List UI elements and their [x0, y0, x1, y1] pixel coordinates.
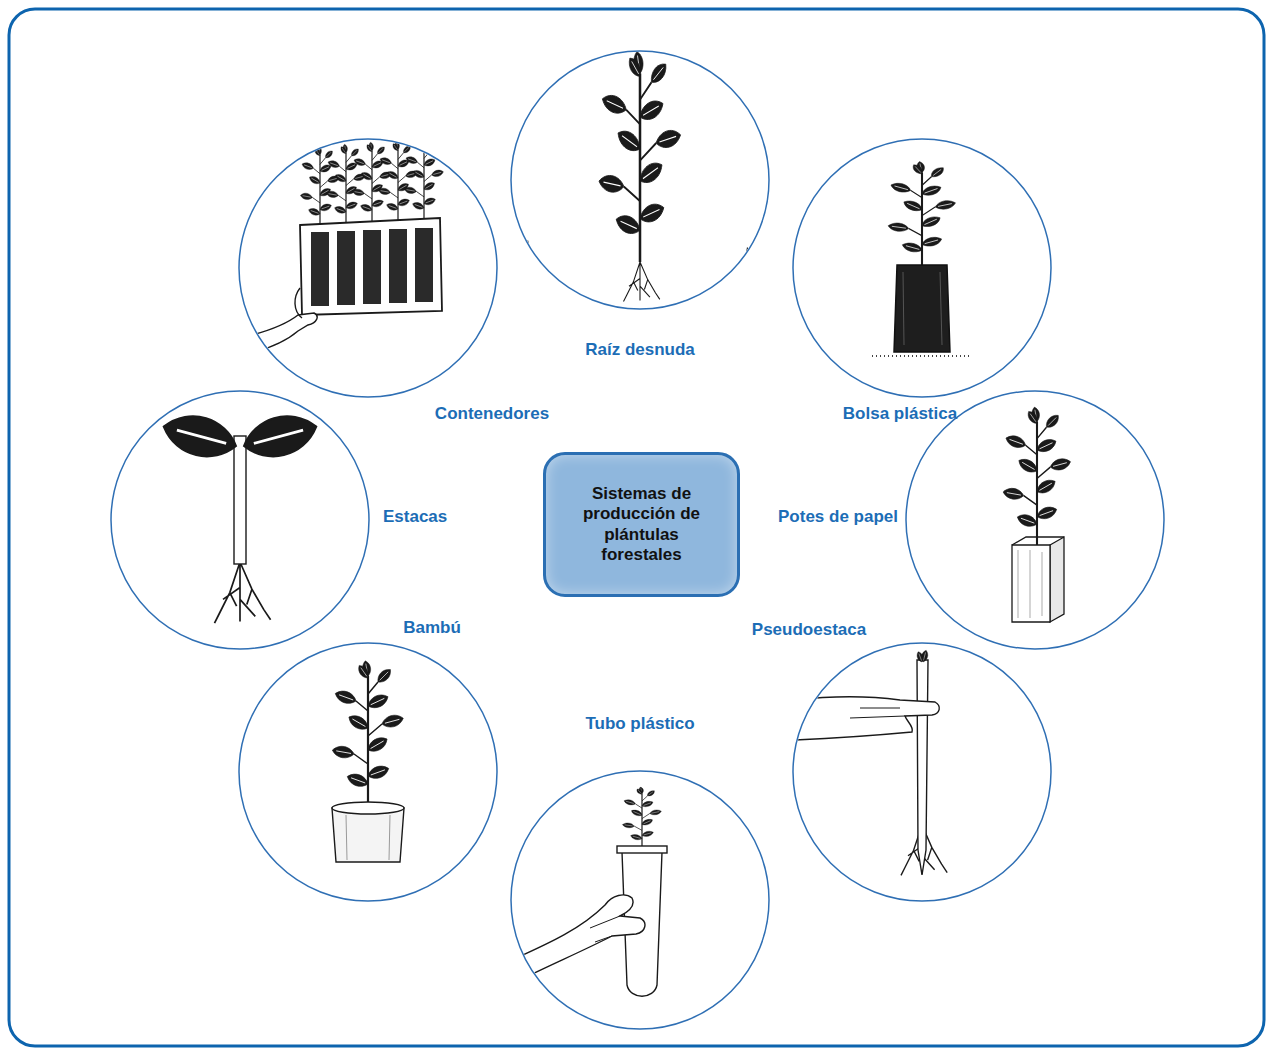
paper-pot	[1012, 545, 1050, 622]
ground	[872, 355, 972, 357]
system-circle: Bambú	[238, 642, 498, 902]
center-title: Sistemas de producción de plántulas fore…	[580, 484, 704, 566]
plastic-bag-seedling	[872, 161, 972, 356]
tube-rim	[617, 846, 667, 853]
circle-outline	[793, 643, 1051, 901]
system-circle: Pseudoestaca	[792, 642, 1052, 902]
paper-texture	[1018, 550, 1042, 618]
system-circle: Estacas	[110, 390, 370, 650]
tray-cell	[311, 232, 329, 306]
system-circle: Potes de papel	[905, 390, 1165, 650]
thumb	[295, 288, 302, 318]
paper-pot-seedling	[1002, 406, 1072, 622]
system-circle: Bolsa plástica	[792, 138, 1052, 398]
leaf	[239, 408, 321, 464]
seedling	[326, 144, 366, 224]
paper-pot-side	[1050, 537, 1064, 622]
tray-cell	[363, 230, 381, 304]
seedling	[1002, 406, 1072, 545]
tray-cell	[389, 229, 407, 303]
system-label: Raíz desnuda	[585, 340, 695, 360]
circle-outline-svg	[510, 770, 770, 1030]
tray-cell	[415, 228, 433, 302]
circle-outline-svg	[792, 138, 1052, 398]
circle-outline-svg	[792, 642, 1052, 902]
circle-outline-svg	[238, 642, 498, 902]
bamboo-pot-seedling	[331, 660, 404, 862]
system-label: Tubo plástico	[585, 714, 694, 734]
outer-frame	[9, 9, 1264, 1046]
hand	[240, 313, 317, 356]
system-label: Bolsa plástica	[843, 404, 957, 424]
center-box: Sistemas de producción de plántulas fore…	[543, 452, 740, 597]
circle-outline	[111, 391, 369, 649]
roots	[215, 562, 271, 623]
sprout	[916, 651, 925, 663]
seedling	[352, 142, 392, 222]
system-label: Pseudoestaca	[752, 620, 866, 640]
system-circle: Contenedores	[238, 138, 498, 398]
finger-line	[590, 916, 620, 942]
roots	[624, 262, 660, 302]
seedling	[598, 51, 682, 262]
leaf-fragment	[520, 240, 755, 259]
circle-outline-svg	[110, 390, 370, 650]
container-tray	[240, 140, 444, 356]
seedling	[887, 161, 957, 266]
bamboo-texture	[346, 815, 390, 860]
circle-outline-svg	[238, 138, 498, 398]
stump	[917, 660, 928, 875]
circle-outline	[239, 139, 497, 397]
paper-pot-rim	[1012, 537, 1064, 545]
plastic-bag	[894, 265, 950, 352]
system-circle: Tubo plástico	[510, 770, 770, 1030]
seedling	[622, 787, 662, 848]
bamboo-pot	[332, 808, 404, 862]
plastic-tube-seedling	[512, 787, 667, 997]
system-label: Potes de papel	[778, 507, 898, 527]
tray-cell	[337, 231, 355, 305]
stump-seedling	[795, 650, 947, 876]
hand	[795, 697, 939, 740]
circle-outline	[906, 391, 1164, 649]
hand	[512, 895, 645, 980]
system-label: Estacas	[383, 507, 447, 527]
system-circle: Raíz desnuda	[510, 50, 770, 310]
circle-outline	[511, 771, 769, 1029]
leaf	[159, 408, 241, 464]
system-label: Bambú	[403, 618, 461, 638]
cutting-stem	[234, 436, 246, 564]
bag-fold	[903, 272, 942, 345]
seedling	[331, 660, 404, 806]
bare-root-seedling	[520, 51, 755, 302]
circle-outline-svg	[905, 390, 1165, 650]
bamboo-rim	[332, 802, 404, 814]
circle-outline	[239, 643, 497, 901]
circle-outline-svg	[510, 50, 770, 310]
system-label: Contenedores	[435, 404, 549, 424]
cutting	[159, 408, 321, 623]
finger-line	[850, 708, 905, 718]
seedling	[300, 146, 340, 226]
circle-outline	[793, 139, 1051, 397]
seedling	[378, 141, 418, 221]
circle-outline	[511, 51, 769, 309]
tray	[300, 218, 442, 315]
